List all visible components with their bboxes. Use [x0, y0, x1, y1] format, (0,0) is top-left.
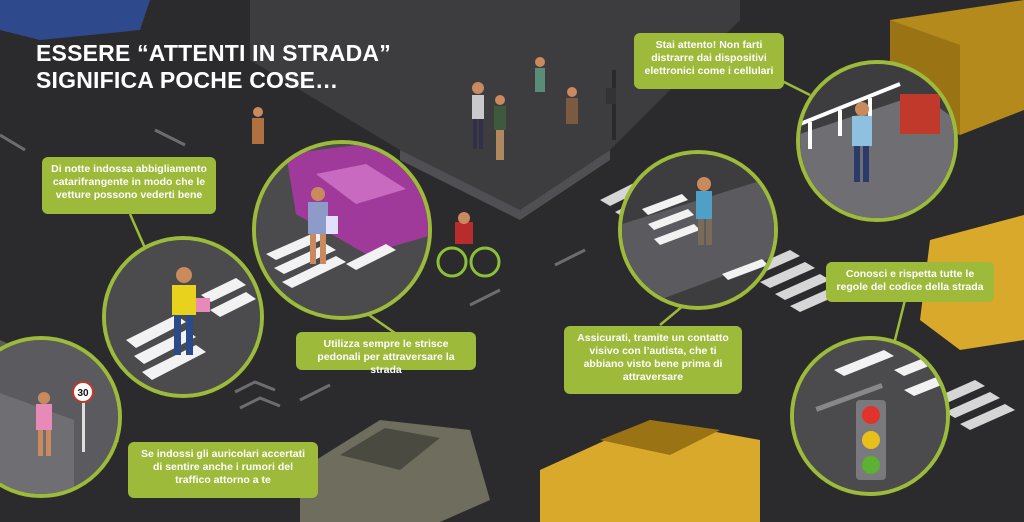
vignette-traffic-light — [790, 336, 950, 496]
title-line-1: ESSERE “ATTENTI IN STRADA” — [36, 40, 391, 66]
tip-rules: Conosci e rispetta tutte le regole del c… — [826, 262, 994, 302]
title-line-2: SIGNIFICA POCHE COSE… — [36, 67, 339, 93]
page-title: ESSERE “ATTENTI IN STRADA” SIGNIFICA POC… — [36, 40, 391, 94]
vignette-eye-contact — [618, 150, 778, 310]
tip-no-phone: Stai attento! Non farti distrarre dai di… — [634, 33, 784, 89]
tip-reflective: Di notte indossa abbigliamento catarifra… — [42, 157, 216, 214]
speed-limit-text: 30 — [77, 388, 89, 399]
tip-eye-contact: Assicurati, tramite un contatto visivo c… — [564, 326, 742, 394]
tip-crosswalk: Utilizza sempre le strisce pedonali per … — [296, 332, 476, 376]
tip-earphones: Se indossi gli auricolari accertati di s… — [128, 442, 318, 498]
vignette-earphones: 30 — [0, 336, 122, 498]
vignette-reflective — [102, 236, 264, 398]
vignette-no-phone — [796, 60, 958, 222]
vignette-crosswalk — [252, 140, 432, 320]
